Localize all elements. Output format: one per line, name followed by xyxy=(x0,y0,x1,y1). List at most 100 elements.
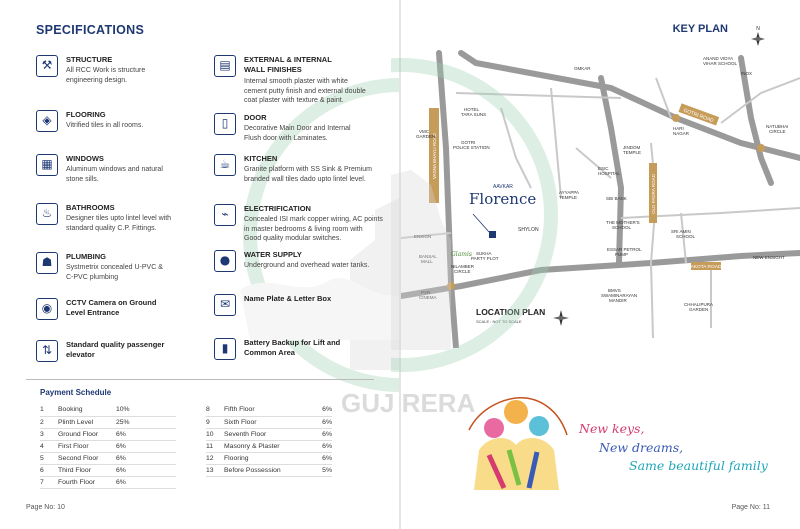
road-sign-vasna xyxy=(429,108,439,203)
payment-stage: Booking xyxy=(58,404,116,417)
spec-description: branded wall tiles dado upto lintel leve… xyxy=(244,175,366,183)
payment-schedule-title: Payment Schedule xyxy=(40,388,112,397)
payment-pct: 5% xyxy=(302,464,332,477)
spec-description: Concealed ISI mark copper wiring, AC poi… xyxy=(244,216,383,223)
svg-text:JINDOM: JINDOM xyxy=(623,145,641,150)
gotri-circle-marker xyxy=(672,114,680,122)
svg-text:GOTRI: GOTRI xyxy=(461,140,475,145)
payment-stage: Fifth Floor xyxy=(224,404,302,417)
spec-description: All RCC Work is structure xyxy=(66,67,146,74)
spec-title-line2: Common Area xyxy=(244,348,295,357)
payment-n: 3 xyxy=(40,428,58,441)
svg-text:SCHOOL: SCHOOL xyxy=(612,225,632,230)
spec-title-line2: WALL FINISHES xyxy=(244,65,302,74)
payment-n: 2 xyxy=(40,416,58,429)
svg-text:INOX: INOX xyxy=(741,71,752,76)
bathtub-icon: ♨ xyxy=(36,203,58,225)
water-drop-icon: ● xyxy=(214,250,236,272)
payment-stage: Sixth Floor xyxy=(224,416,302,429)
svg-text:PVR: PVR xyxy=(421,290,431,295)
compass-icon: N xyxy=(751,26,765,46)
svg-text:HOTEL: HOTEL xyxy=(464,107,480,112)
map-compass-icon xyxy=(553,310,569,326)
page-number-left: Page No: 10 xyxy=(26,504,65,511)
scale-label: SCALE : NOT TO SCALE xyxy=(476,319,522,324)
svg-text:MANDIR: MANDIR xyxy=(609,298,627,303)
tagline-3: Same beautiful family xyxy=(629,458,768,473)
payment-n: 4 xyxy=(40,440,58,453)
spec-title: EXTERNAL & INTERNAL xyxy=(244,55,332,64)
spec-title: Name Plate & Letter Box xyxy=(244,294,332,303)
natubhai-circle-marker xyxy=(757,144,765,152)
key-plan-title: KEY PLAN xyxy=(672,23,728,35)
payment-pct: 6% xyxy=(302,452,332,465)
spec-title-line2: Level Entrance xyxy=(66,308,120,317)
vasna-road-label: VASNA BHAYLI ROAD xyxy=(432,132,437,179)
spec-description: Decorative Main Door and Internal xyxy=(244,125,351,132)
svg-text:HOSPITAL: HOSPITAL xyxy=(598,171,620,176)
spec-title: WINDOWS xyxy=(66,154,104,163)
svg-text:NAGAR: NAGAR xyxy=(673,131,690,136)
tagline-2: New dreams, xyxy=(599,440,684,455)
spec-description: engineering design. xyxy=(66,76,128,84)
spec-description: coat plaster with texture & paint. xyxy=(244,97,344,104)
svg-text:HARI: HARI xyxy=(673,126,684,131)
svg-text:THE MOTHER'S: THE MOTHER'S xyxy=(606,220,640,225)
svg-text:OMKAR: OMKAR xyxy=(574,66,591,71)
svg-text:TARA SUNS: TARA SUNS xyxy=(461,112,486,117)
floor-tile-icon: ◈ xyxy=(36,110,58,132)
payment-pct: 6% xyxy=(116,452,176,465)
project-location-marker xyxy=(489,231,496,238)
spec-description: Underground and overhead water tanks. xyxy=(244,262,370,269)
payment-stage: Fourth Floor xyxy=(58,476,116,489)
payment-pct: 6% xyxy=(302,428,332,441)
spec-description: Good quality modular switches. xyxy=(244,235,342,242)
payment-pct: 6% xyxy=(302,416,332,429)
payment-pct: 6% xyxy=(302,440,332,453)
svg-text:SHYLON: SHYLON xyxy=(518,227,539,233)
nilamber-circle-marker xyxy=(447,282,455,290)
family-illustration xyxy=(468,397,568,490)
road-sign-old-padra xyxy=(649,163,657,223)
svg-text:NATUBHAI: NATUBHAI xyxy=(766,124,788,129)
spec-description: Internal smooth plaster with white xyxy=(244,78,348,85)
payment-n: 11 xyxy=(206,440,224,453)
svg-text:ESIC: ESIC xyxy=(598,166,609,171)
spec-title: STRUCTURE xyxy=(66,55,113,64)
page-title: SPECIFICATIONS xyxy=(36,23,145,37)
payment-pct: 6% xyxy=(116,440,176,453)
payment-stage: Before Possession xyxy=(224,464,302,477)
payment-stage: Masonry & Plaster xyxy=(224,440,302,453)
payment-stage: Second Floor xyxy=(58,452,116,465)
svg-text:MALL: MALL xyxy=(421,259,433,264)
payment-n: 7 xyxy=(40,476,58,489)
spec-description: Granite platform with SS Sink & Premium xyxy=(244,166,372,173)
spec-title: BATHROOMS xyxy=(66,203,115,212)
svg-text:ENSIGN: ENSIGN xyxy=(414,234,431,239)
key-plan-page: KEY PLAN N VASNA B xyxy=(341,0,800,529)
payment-stage: Ground Floor xyxy=(58,428,116,441)
paint-roller-icon: ▤ xyxy=(214,55,236,77)
spec-title: Standard quality passenger xyxy=(66,340,165,349)
payment-stage: Seventh Floor xyxy=(224,428,302,441)
location-map: VASNA BHAYLI ROAD OLD PADRA ROAD GOTRI R… xyxy=(401,50,800,348)
svg-text:ANAND VIDYA: ANAND VIDYA xyxy=(703,56,733,61)
svg-text:GARDEN: GARDEN xyxy=(689,307,708,312)
map-minor-roads xyxy=(401,77,800,339)
svg-text:CIRCLE: CIRCLE xyxy=(454,269,471,274)
payment-pct: 6% xyxy=(116,464,176,477)
svg-text:VIHAR SCHOOL: VIHAR SCHOOL xyxy=(703,61,738,66)
svg-text:GARDEN: GARDEN xyxy=(416,134,435,139)
electric-socket-icon: ⌁ xyxy=(214,204,236,226)
florence-brand-label: Florence xyxy=(469,190,536,208)
payment-n: 5 xyxy=(40,452,58,465)
